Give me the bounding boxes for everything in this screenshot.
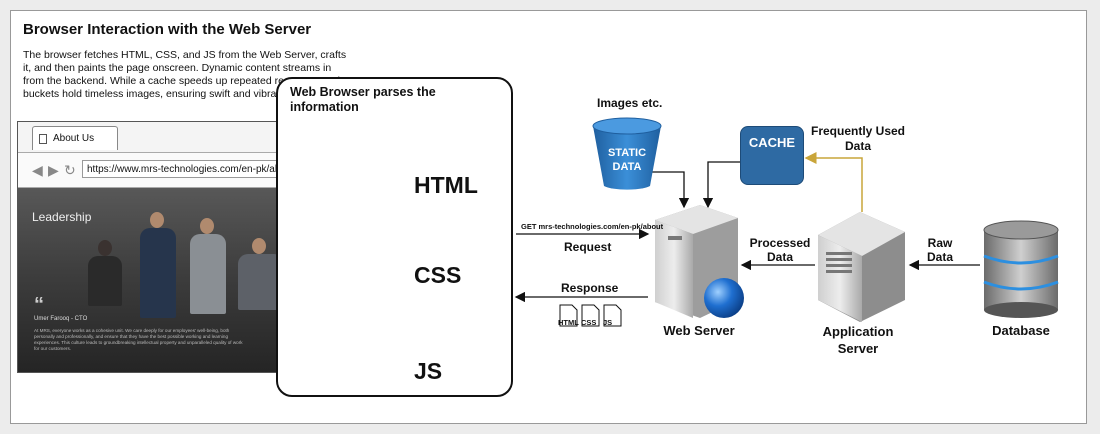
web-server-label: Web Server [663,323,735,338]
back-icon[interactable]: ◀ [32,162,43,178]
person-text: At MRS, everyone works as a cohesive uni… [34,328,243,351]
person-name: Umer Farooq - CTO [34,316,88,322]
diagram-description: The browser fetches HTML, CSS, and JS fr… [23,49,347,100]
browser-parse-panel: Web Browser parses the information [276,77,513,397]
cache-caption: Frequently Used Data [810,124,906,153]
forward-icon[interactable]: ▶ [48,162,59,178]
request-label: Request [564,240,612,254]
response-file-css: CSS [581,318,597,327]
url-text: https://www.mrs-technologies.com/en-pk/a… [87,163,298,175]
cache-label: CACHE [748,135,796,150]
webpage-hero: Leadership “ Umer Farooq - CTO At MRS, e… [18,188,326,372]
static-line2: DATA [612,161,642,173]
panel-title: Web Browser parses the information [290,85,436,114]
request-url: GET mrs-technologies.com/en-pk/about [521,222,664,231]
page-heading: Leadership [32,210,92,224]
reload-icon[interactable]: ↻ [64,162,76,178]
cache-to-server-arrow [702,161,740,209]
static-data-bucket [592,117,662,190]
application-server-icon [818,212,905,322]
database-label: Database [992,323,1050,338]
response-file-js: JS [603,318,613,327]
app-to-cache-arrow [804,152,863,212]
processed-label: Processed Data [749,236,811,264]
diagram-title: Browser Interaction with the Web Server [23,21,312,38]
static-caption: Images etc. [597,96,663,110]
quote-mark: “ [34,294,44,316]
browser-tab[interactable]: About Us [32,126,118,150]
static-line1: STATIC [607,147,647,159]
cache-box: CACHE [740,126,804,185]
response-file-icons [559,304,622,327]
response-label: Response [561,281,619,295]
html-file-label: HTML [414,172,478,198]
raw-label: Raw Data [926,236,953,264]
css-file-label: CSS [414,262,462,288]
browser-tabbar: About Us [18,122,326,153]
tab-label: About Us [53,133,95,144]
browser-window: About Us ◀ ▶ ↻ https://www.mrs-technolog… [17,121,327,373]
database-icon [983,220,1059,318]
web-server-icon [655,205,744,318]
app-server-label: Application Server [822,324,894,356]
address-row: ◀ ▶ ↻ https://www.mrs-technologies.com/e… [18,153,326,188]
response-file-html: HTML [558,318,579,327]
document-icon [39,133,47,144]
js-file-label: JS [414,358,443,384]
